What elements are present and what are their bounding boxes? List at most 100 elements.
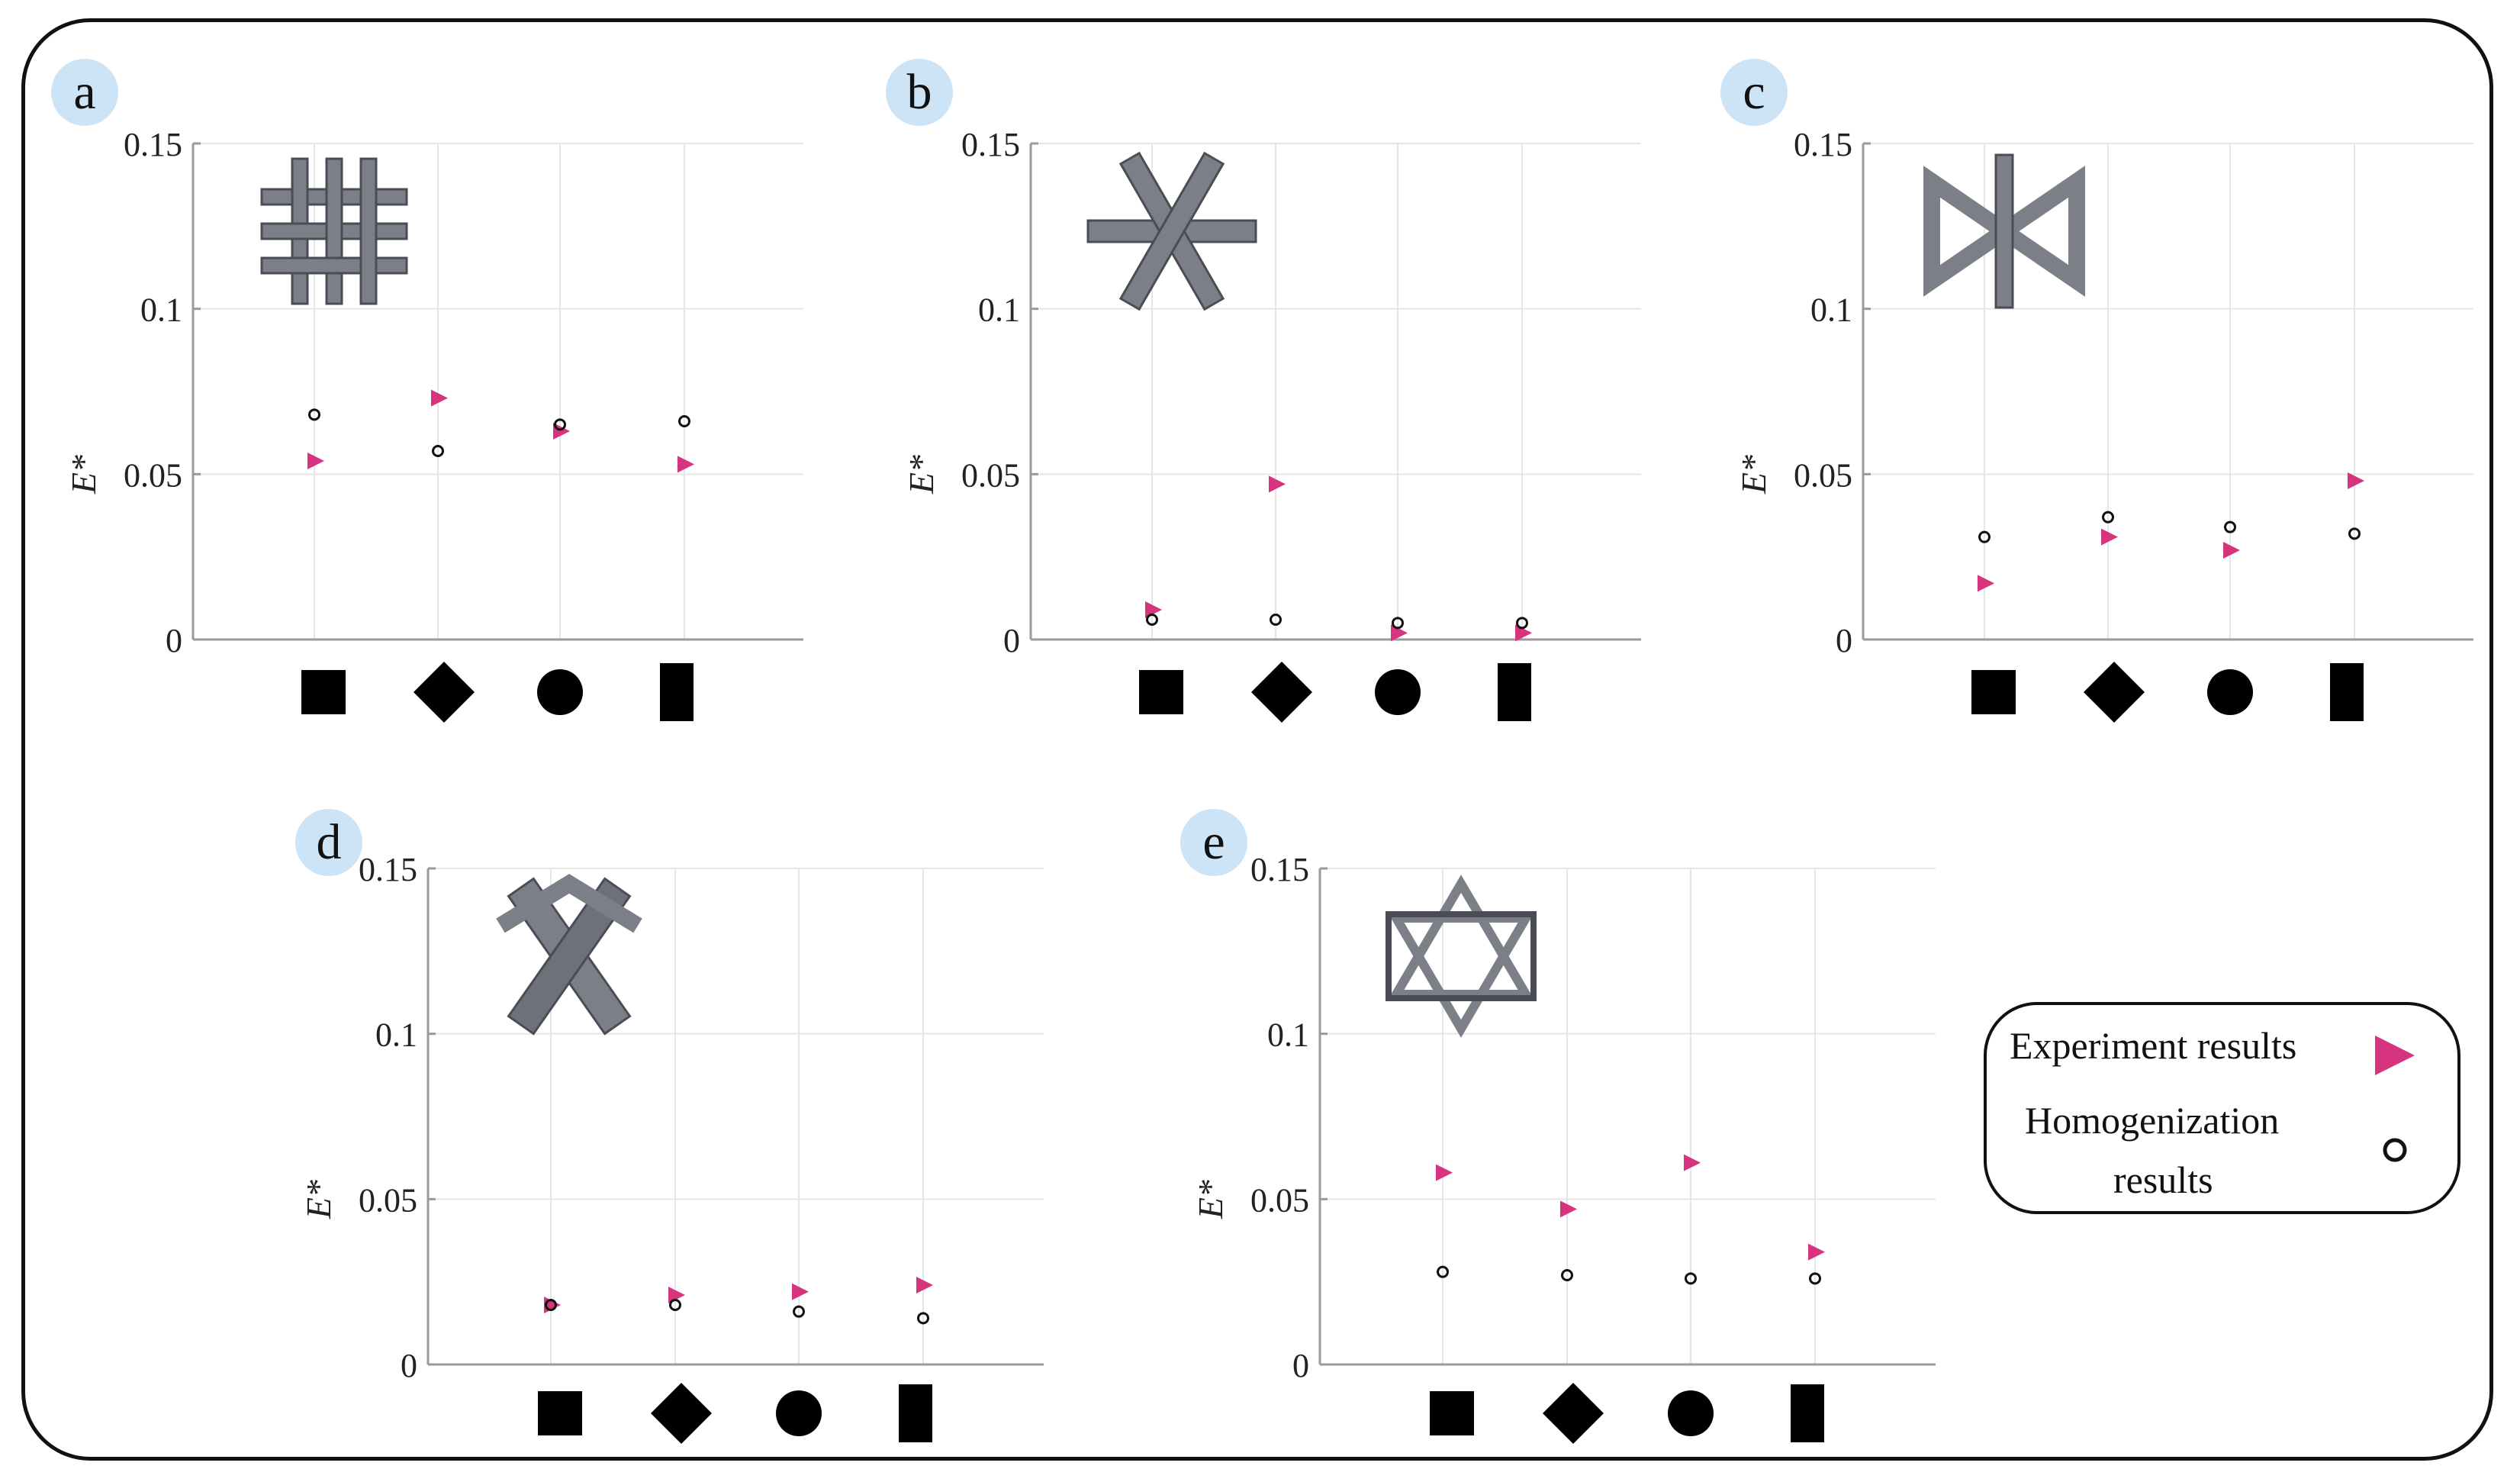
rectangle-shape-icon	[1791, 1384, 1824, 1442]
legend-triangle-marker	[2375, 1036, 2415, 1075]
homogenization-point	[2224, 520, 2236, 533]
y-tick-label: 0.05	[124, 456, 182, 494]
homogenization-point	[2102, 511, 2114, 524]
legend-circle-marker	[2383, 1138, 2407, 1162]
homogenization-point	[917, 1312, 929, 1325]
experiment-point	[1436, 1164, 1453, 1181]
circle-shape-icon	[1668, 1390, 1714, 1436]
homogenization-point	[2348, 527, 2361, 540]
diamond-shape-icon	[651, 1383, 712, 1444]
homogenization-point	[1561, 1269, 1573, 1281]
y-axis-label: E*	[64, 455, 103, 495]
y-tick-label: 0.05	[961, 456, 1020, 494]
y-axis-label: E*	[1191, 1180, 1230, 1219]
lattice-frame	[1989, 166, 2085, 297]
lattice-strut	[1118, 151, 1225, 311]
experiment-point	[792, 1283, 809, 1300]
y-tick-label: 0	[401, 1347, 417, 1384]
square-shape-icon	[538, 1391, 582, 1435]
panel-b: 0 0.05 0.1 0.15E*	[902, 126, 1641, 723]
panel-label-a: a	[51, 59, 118, 126]
panel-a: 00.050.10.15E*	[64, 126, 803, 723]
lattice-strut	[507, 877, 632, 1036]
figure-frame	[21, 18, 2493, 1461]
homogenization-point	[1270, 614, 1282, 626]
square-shape-icon	[1971, 670, 2016, 714]
lattice-frame	[1923, 166, 2020, 297]
diamond-shape-icon	[414, 662, 475, 723]
lattice-frame	[1386, 911, 1537, 1001]
experiment-point	[431, 389, 448, 407]
experiment-point	[1560, 1200, 1577, 1218]
experiment-point	[2223, 542, 2240, 559]
circle-shape-icon	[776, 1390, 822, 1436]
y-tick-label: 0.1	[1810, 292, 1852, 329]
star-lattice-icon	[1086, 151, 1257, 311]
experiment-point	[1515, 624, 1532, 642]
lattice-strut	[1994, 153, 2014, 309]
circle-shape-icon	[2207, 669, 2253, 715]
experiment-point	[1145, 601, 1162, 618]
homogenization-point	[1685, 1272, 1697, 1285]
panel-label-c: c	[1720, 59, 1788, 126]
homogenization-point	[308, 408, 320, 421]
homogenization-point	[545, 1299, 557, 1311]
panel-d: 0 0.05 0.1 0.15E*	[299, 851, 1044, 1444]
y-tick-label: 0.15	[359, 851, 417, 888]
square-shape-icon	[1430, 1391, 1474, 1435]
octet-lattice-icon	[1386, 875, 1537, 1038]
y-tick-label: 0	[1003, 622, 1020, 659]
lattice-strut	[496, 874, 642, 933]
y-tick-label: 0.15	[961, 126, 1020, 163]
experiment-point	[916, 1277, 933, 1294]
rectangle-shape-icon	[2330, 663, 2364, 721]
experiment-point	[1978, 575, 1994, 592]
cubic-lattice-icon	[260, 157, 408, 305]
homogenization-point	[1809, 1272, 1821, 1285]
y-axis-label: E*	[299, 1180, 338, 1219]
y-tick-label: 0	[1836, 622, 1852, 659]
square-shape-icon	[1139, 670, 1183, 714]
homogenization-point	[1146, 614, 1158, 626]
y-tick-label: 0.1	[375, 1016, 417, 1054]
y-tick-label: 0	[1292, 1347, 1309, 1384]
lattice-frame	[1388, 913, 1534, 1038]
y-tick-label: 0	[166, 622, 182, 659]
experiment-point	[2101, 528, 2118, 546]
experiment-point	[307, 453, 324, 469]
y-tick-label: 0.15	[124, 126, 182, 163]
experiment-point	[1391, 624, 1408, 642]
experiment-point	[553, 423, 570, 440]
legend-experiment-label: Experiment results	[2010, 1024, 2297, 1067]
experiment-point	[677, 456, 694, 473]
experiment-point	[2348, 472, 2364, 489]
panel-e: 00.050.10.15E*	[1191, 851, 1936, 1444]
lattice-bar	[260, 256, 408, 275]
panel-label-b: b	[886, 59, 953, 126]
y-tick-label: 0.15	[1250, 851, 1309, 888]
lattice-frame	[1388, 875, 1534, 999]
panel-label-d: d	[295, 809, 362, 876]
homogenization-point	[1978, 530, 1991, 543]
homogenization-point	[1392, 617, 1404, 630]
legend-box: Experiment results Homogenization result…	[1984, 1002, 2460, 1214]
square-shape-icon	[301, 670, 346, 714]
experiment-point	[1808, 1243, 1825, 1261]
panel-c: 00.050.10.15E*	[1734, 126, 2473, 723]
y-tick-label: 0.1	[978, 292, 1020, 329]
homogenization-point	[669, 1299, 681, 1311]
homogenization-point	[1516, 617, 1528, 630]
y-tick-label: 0.05	[359, 1181, 417, 1219]
rectangle-shape-icon	[899, 1384, 932, 1442]
diamond-shape-icon	[1543, 1383, 1604, 1444]
y-tick-label: 0.15	[1794, 126, 1852, 163]
legend-homogenization-label-2: results	[2113, 1158, 2213, 1201]
legend-homogenization-label: Homogenization	[2025, 1099, 2280, 1142]
homogenization-point	[678, 415, 690, 427]
homogenization-point	[1437, 1265, 1449, 1278]
y-axis-label: E*	[902, 455, 941, 495]
homogenization-point	[793, 1305, 805, 1318]
panel-label-e: e	[1180, 809, 1247, 876]
circle-shape-icon	[1375, 669, 1421, 715]
